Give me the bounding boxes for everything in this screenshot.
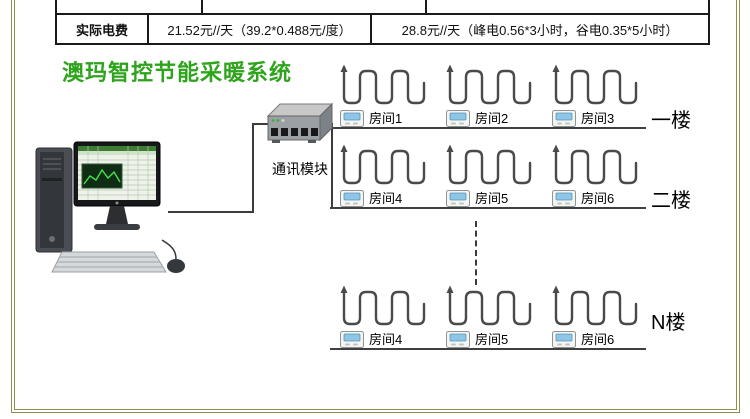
thermostat-icon xyxy=(340,190,364,207)
communication-module-icon xyxy=(266,102,334,143)
thermostat-icon xyxy=(446,110,470,127)
room-label: 房间5 xyxy=(475,332,509,347)
floor-label-1: 一楼 xyxy=(651,110,691,132)
table-grid-stub xyxy=(425,0,427,14)
floor1-bus-line xyxy=(330,127,646,129)
table-row: 实际电费 21.52元//天（39.2*0.488元/度） 28.8元//天（峰… xyxy=(55,13,710,45)
room-label: 房间3 xyxy=(581,111,615,126)
room-label: 房间1 xyxy=(369,111,403,126)
room-unit: 房间1 xyxy=(336,63,438,127)
page-border-frame-inner xyxy=(14,0,737,410)
room-row: 房间6 xyxy=(552,190,614,207)
thermostat-icon xyxy=(340,331,364,348)
thermostat-icon xyxy=(552,331,576,348)
heating-coil-icon xyxy=(339,284,426,326)
room-row: 房间3 xyxy=(552,110,614,127)
room-row: 房间5 xyxy=(446,331,508,348)
heating-coil-icon xyxy=(551,284,638,326)
thermostat-icon xyxy=(552,190,576,207)
room-unit: 房间6 xyxy=(548,284,650,348)
floor-label-2: 二楼 xyxy=(651,190,691,212)
communication-module-label: 通讯模块 xyxy=(272,161,328,177)
heating-coil-icon xyxy=(339,143,426,185)
thermostat-icon xyxy=(552,110,576,127)
heating-coil-icon xyxy=(445,63,532,105)
heating-coil-icon xyxy=(445,143,532,185)
room-unit: 房间6 xyxy=(548,143,650,207)
room-unit: 房间4 xyxy=(336,143,438,207)
floor2-bus-line xyxy=(330,207,646,209)
computer-icon xyxy=(35,141,185,273)
room-unit: 房间2 xyxy=(442,63,544,127)
room-row: 房间2 xyxy=(446,110,508,127)
room-unit: 房间5 xyxy=(442,143,544,207)
room-unit: 房间3 xyxy=(548,63,650,127)
room-label: 房间4 xyxy=(369,191,403,206)
room-label: 房间6 xyxy=(581,332,615,347)
heating-coil-icon xyxy=(551,143,638,185)
table-cell-value-2: 28.8元//天（峰电0.56*3小时，谷电0.35*5小时） xyxy=(370,15,708,43)
room-row: 房间4 xyxy=(340,190,402,207)
table-cell-value-1: 21.52元//天（39.2*0.488元/度） xyxy=(147,15,370,43)
room-unit: 房间5 xyxy=(442,284,544,348)
room-unit: 房间4 xyxy=(336,284,438,348)
floor-label-n: N楼 xyxy=(651,312,686,334)
room-row: 房间5 xyxy=(446,190,508,207)
table-cell-label: 实际电费 xyxy=(75,22,128,38)
room-label: 房间2 xyxy=(475,111,509,126)
thermostat-icon xyxy=(446,331,470,348)
page-border-frame xyxy=(11,0,740,413)
room-label: 房间4 xyxy=(369,332,403,347)
price-table: 实际电费 21.52元//天（39.2*0.488元/度） 28.8元//天（峰… xyxy=(55,0,710,45)
system-title: 澳玛智控节能采暖系统 xyxy=(62,60,293,85)
room-row: 房间6 xyxy=(552,331,614,348)
room-row: 房间1 xyxy=(340,110,402,127)
table-grid-stub xyxy=(55,0,57,14)
floorN-bus-line xyxy=(330,348,646,350)
table-grid-stub xyxy=(201,0,203,14)
continuation-dotted-line xyxy=(475,221,477,285)
room-label: 房间5 xyxy=(475,191,509,206)
room-label: 房间6 xyxy=(581,191,615,206)
room-row: 房间4 xyxy=(340,331,402,348)
thermostat-icon xyxy=(446,190,470,207)
thermostat-icon xyxy=(340,110,364,127)
table-grid-stub xyxy=(708,0,710,14)
heating-coil-icon xyxy=(339,63,426,105)
heating-coil-icon xyxy=(551,63,638,105)
heating-coil-icon xyxy=(445,284,532,326)
